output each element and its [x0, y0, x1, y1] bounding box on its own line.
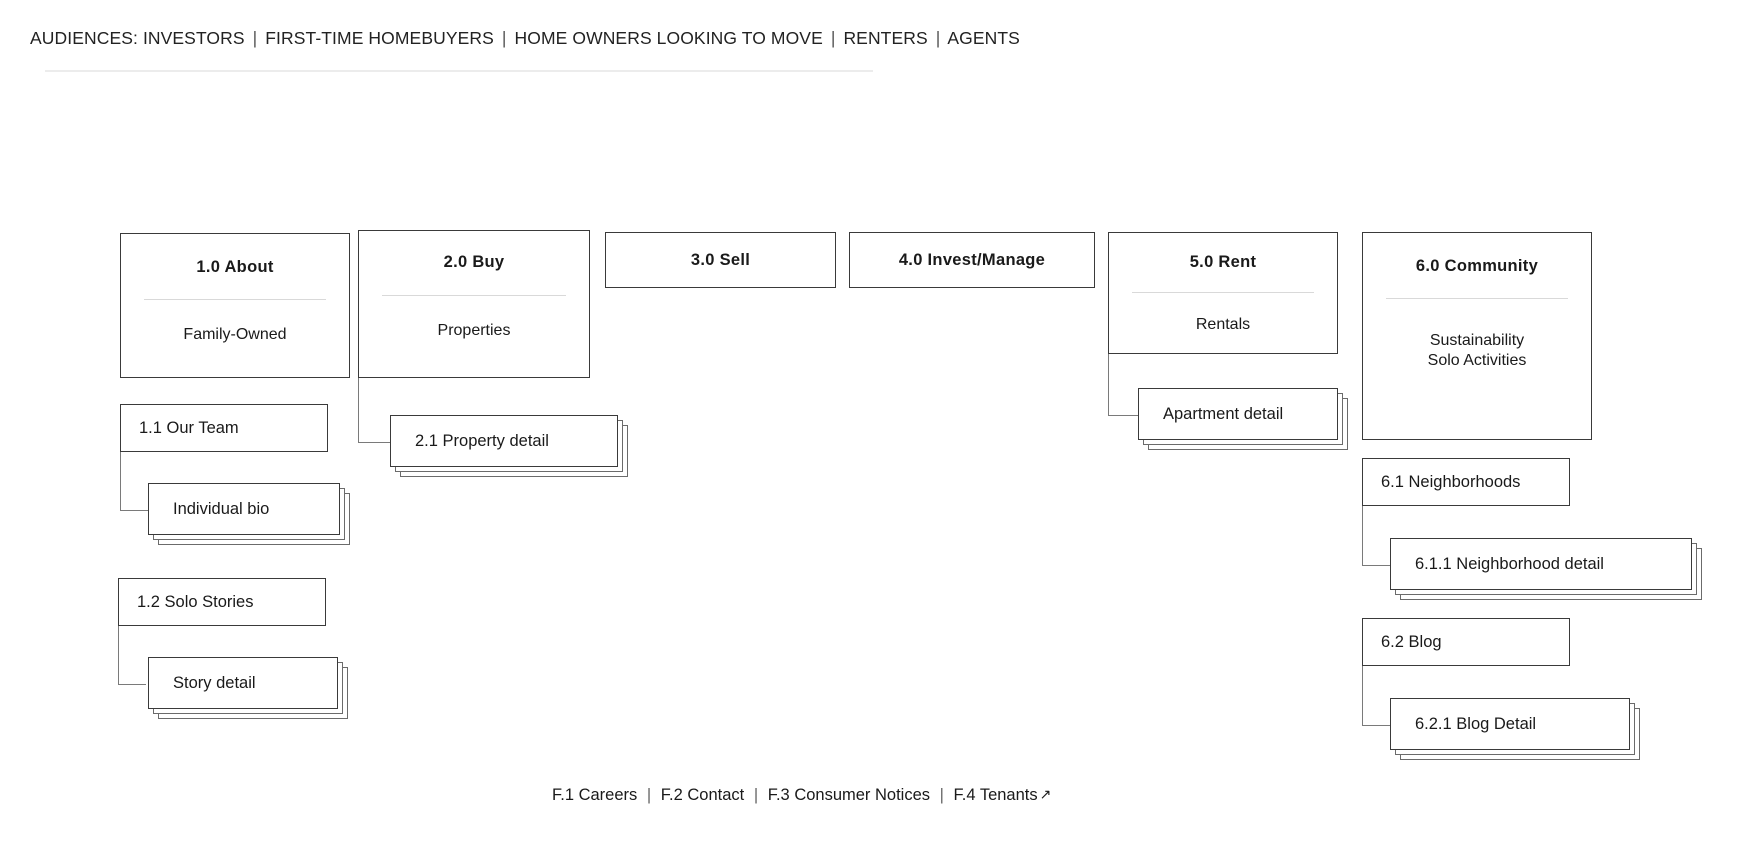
node-our-team-label: 1.1 Our Team	[139, 418, 239, 437]
node-community-body-line1: Sustainability	[1429, 332, 1525, 349]
audience-agents[interactable]: AGENTS	[947, 28, 1020, 48]
footer-separator: |	[939, 786, 944, 804]
node-blog-label: 6.2 Blog	[1381, 632, 1442, 651]
node-blog-detail-label: 6.2.1 Blog Detail	[1415, 714, 1537, 733]
node-neighborhoods[interactable]: 6.1 Neighborhoods	[1362, 458, 1570, 506]
connector-buy-horizontal	[358, 442, 390, 444]
node-community-title: 6.0 Community	[1415, 257, 1539, 275]
node-neighborhood-detail[interactable]: 6.1.1 Neighborhood detail	[1390, 538, 1692, 590]
audience-renters[interactable]: RENTERS	[843, 28, 928, 48]
footer-item-careers[interactable]: F.1 Careers	[552, 786, 638, 804]
audiences-separator: |	[252, 28, 258, 48]
node-buy-divider	[382, 295, 566, 296]
node-neighborhoods-label: 6.1 Neighborhoods	[1381, 472, 1521, 491]
connector-our-team-vertical	[120, 452, 122, 511]
audiences-separator: |	[830, 28, 836, 48]
connector-blog-horizontal	[1362, 725, 1390, 727]
node-our-team[interactable]: 1.1 Our Team	[120, 404, 328, 452]
node-buy[interactable]: 2.0 Buy Properties	[358, 230, 590, 378]
node-property-detail-label: 2.1 Property detail	[415, 431, 549, 450]
audiences-separator: |	[935, 28, 941, 48]
footer-item-consumer-notices[interactable]: F.3 Consumer Notices	[767, 786, 931, 804]
audience-home-owners-looking-to-move[interactable]: HOME OWNERS LOOKING TO MOVE	[514, 28, 823, 48]
node-community[interactable]: 6.0 Community Sustainability Solo Activi…	[1362, 232, 1592, 440]
node-story-detail[interactable]: Story detail	[148, 657, 338, 709]
header-divider	[45, 70, 873, 72]
connector-rent-vertical	[1108, 354, 1110, 416]
node-blog-detail[interactable]: 6.2.1 Blog Detail	[1390, 698, 1630, 750]
node-rent-title: 5.0 Rent	[1189, 253, 1257, 271]
node-buy-body: Properties	[437, 322, 511, 339]
node-individual-bio-label: Individual bio	[173, 499, 270, 518]
node-community-body-line2: Solo Activities	[1427, 352, 1527, 370]
audiences-label: AUDIENCES:	[30, 28, 138, 48]
footer-item-contact[interactable]: F.2 Contact	[660, 786, 745, 804]
node-individual-bio[interactable]: Individual bio	[148, 483, 340, 535]
node-apartment-detail[interactable]: Apartment detail	[1138, 388, 1338, 440]
node-rent[interactable]: 5.0 Rent Rentals	[1108, 232, 1338, 354]
node-blog[interactable]: 6.2 Blog	[1362, 618, 1570, 666]
footer-bar: F.1 Careers | F.2 Contact | F.3 Consumer…	[552, 786, 1051, 805]
node-invest-manage[interactable]: 4.0 Invest/Manage	[849, 232, 1095, 288]
node-rent-divider	[1131, 292, 1315, 293]
connector-blog-vertical	[1362, 666, 1364, 726]
footer-separator: |	[753, 786, 759, 804]
connector-buy-vertical	[358, 378, 360, 443]
audiences-separator: |	[501, 28, 507, 48]
node-story-detail-label: Story detail	[173, 673, 256, 692]
connector-solo-stories-vertical	[118, 626, 120, 685]
node-sell-title: 3.0 Sell	[690, 250, 751, 269]
connector-neighborhoods-vertical	[1362, 506, 1364, 566]
node-property-detail[interactable]: 2.1 Property detail	[390, 415, 618, 467]
connector-rent-horizontal	[1108, 415, 1138, 417]
footer-item-tenants[interactable]: F.4 Tenants	[953, 786, 1038, 804]
node-apartment-detail-label: Apartment detail	[1163, 404, 1284, 423]
footer-separator: |	[646, 786, 652, 804]
node-about-title: 1.0 About	[196, 258, 274, 276]
node-solo-stories-label: 1.2 Solo Stories	[137, 592, 254, 611]
node-sell[interactable]: 3.0 Sell	[605, 232, 836, 288]
node-about[interactable]: 1.0 About Family-Owned	[120, 233, 350, 378]
connector-solo-stories-horizontal	[118, 684, 146, 686]
connector-neighborhoods-horizontal	[1362, 565, 1390, 567]
node-invest-manage-title: 4.0 Invest/Manage	[898, 250, 1046, 269]
node-buy-title: 2.0 Buy	[443, 253, 505, 271]
connector-our-team-horizontal	[120, 510, 148, 512]
audience-first-time-homebuyers[interactable]: FIRST-TIME HOMEBUYERS	[265, 28, 494, 48]
node-rent-body: Rentals	[1195, 316, 1251, 333]
audience-investors[interactable]: INVESTORS	[142, 28, 245, 48]
node-about-divider	[143, 299, 327, 300]
node-community-divider	[1385, 298, 1569, 299]
node-about-body: Family-Owned	[183, 326, 287, 343]
audiences-bar: AUDIENCES: INVESTORS | FIRST-TIME HOMEBU…	[30, 28, 1020, 49]
node-neighborhood-detail-label: 6.1.1 Neighborhood detail	[1415, 554, 1604, 573]
node-solo-stories[interactable]: 1.2 Solo Stories	[118, 578, 326, 626]
external-link-icon: ↗	[1039, 786, 1052, 802]
